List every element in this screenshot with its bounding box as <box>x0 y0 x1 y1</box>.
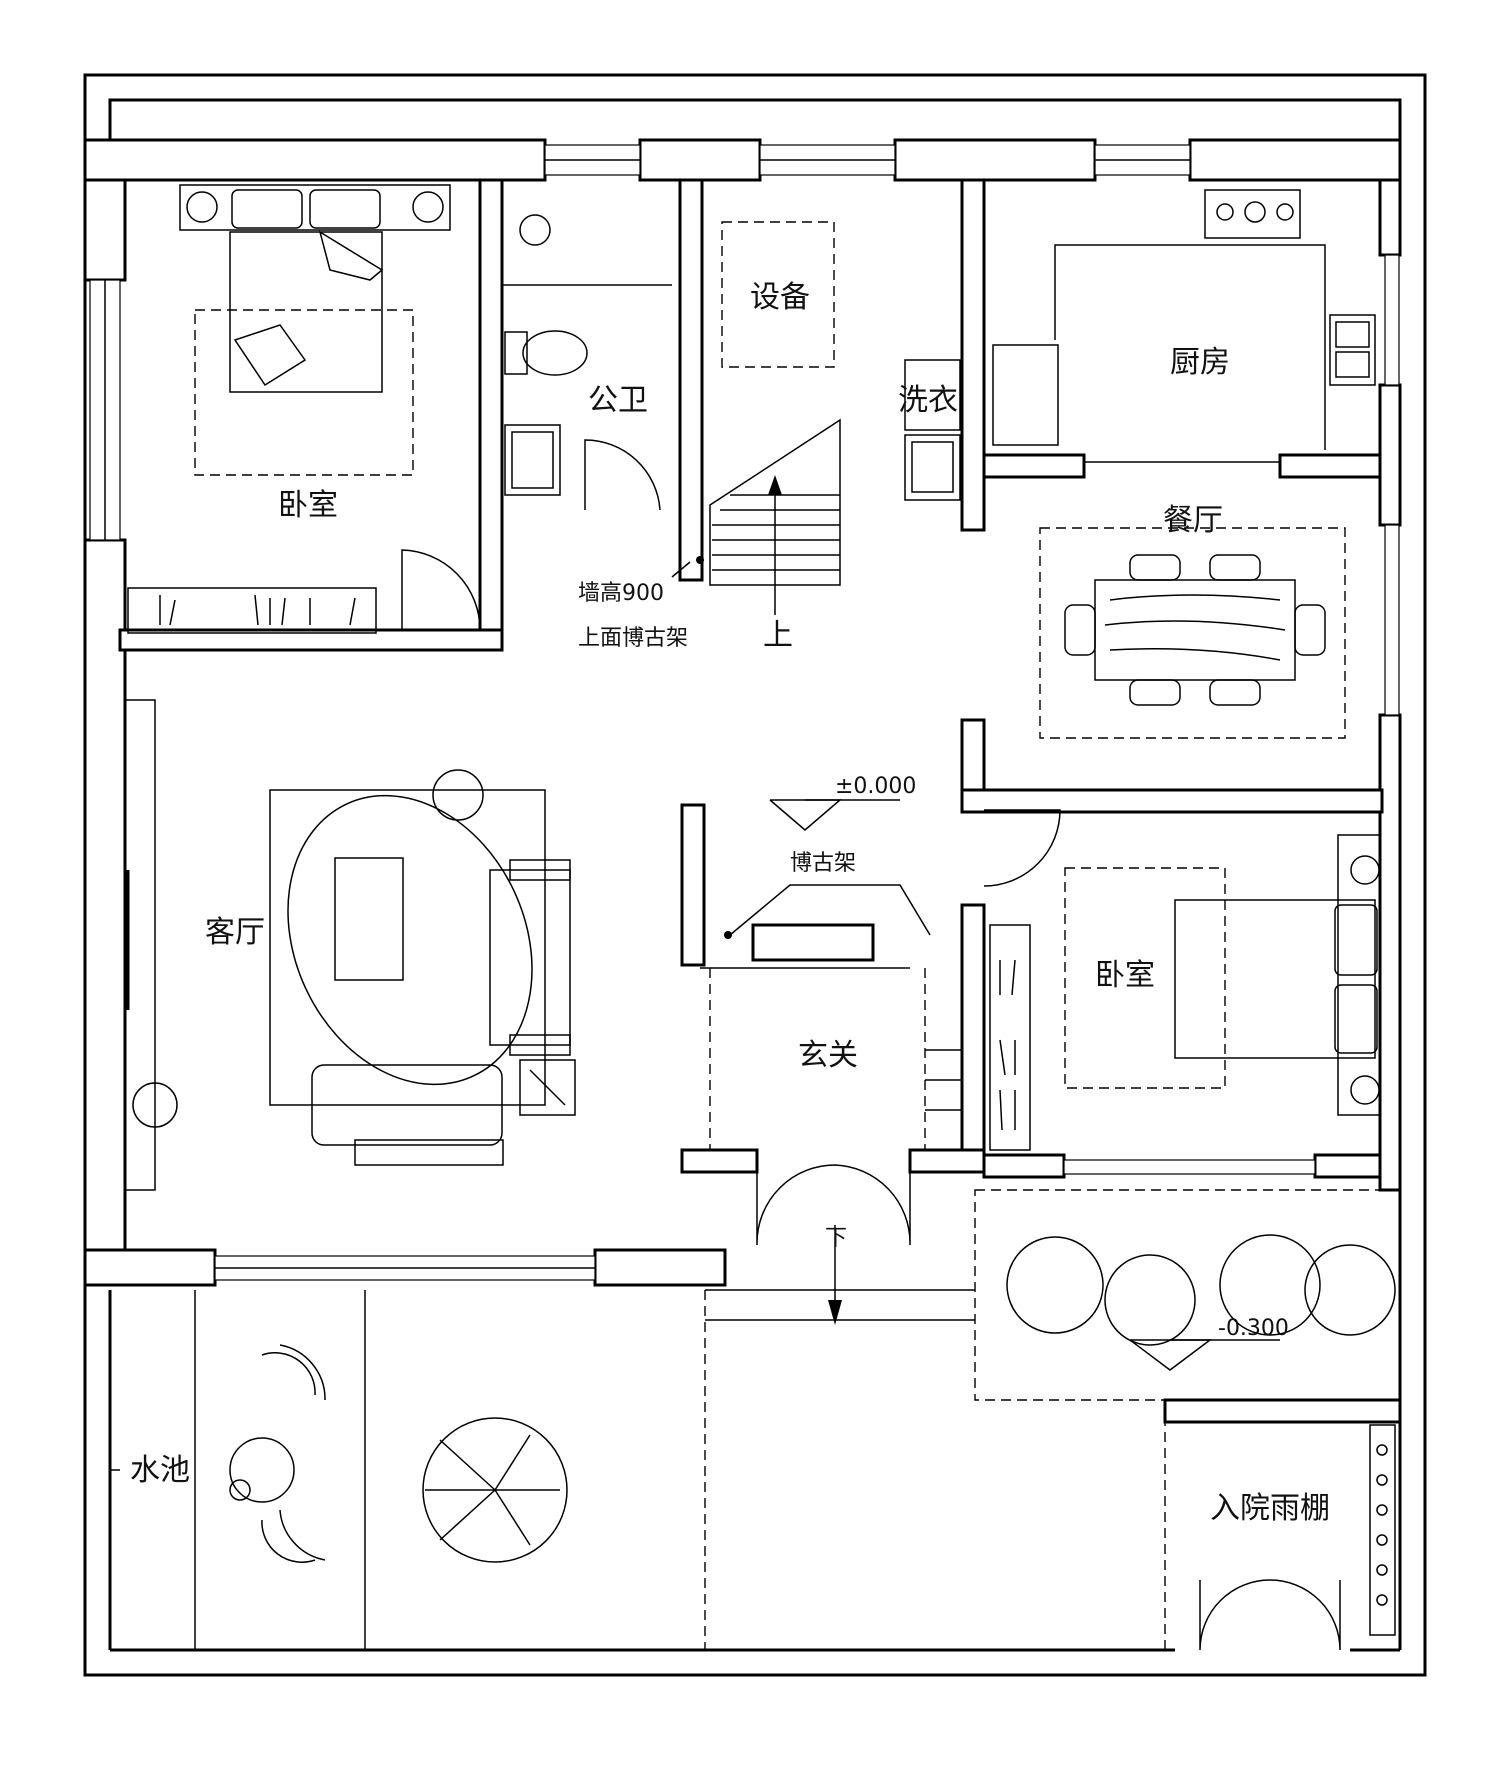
double-bed <box>229 231 383 393</box>
washing-machine-icon <box>904 359 961 431</box>
bedroom-1-furniture <box>127 184 451 634</box>
rug-pattern <box>287 794 533 1086</box>
coffee-table <box>334 857 404 981</box>
door-bedroom-1 <box>401 549 481 631</box>
toilet-bowl-icon <box>522 330 588 376</box>
wardrobe <box>989 924 1031 1151</box>
note-shelf-above: 上面博古架 <box>578 626 688 651</box>
tree-icon <box>422 1417 568 1563</box>
side-table <box>519 1059 576 1116</box>
room-labels: 卧室 公卫 设备 洗衣 厨房 餐厅 客厅 玄关 卧室 水池 入院雨棚 <box>130 280 1330 1526</box>
door-bedroom-2 <box>983 809 1061 887</box>
tv-cabinet <box>124 699 156 1191</box>
interior-walls <box>83 138 1402 1424</box>
toilet-tank <box>504 331 528 375</box>
note-level-floor: ±0.000 <box>835 774 916 799</box>
bedroom-2-furniture <box>989 834 1381 1151</box>
sink-icon <box>1329 314 1376 386</box>
rug <box>1064 867 1226 1089</box>
label-laundry: 洗衣 <box>898 383 958 418</box>
lamp-icon <box>132 1082 178 1128</box>
dining-furniture <box>1039 527 1346 739</box>
stair-area <box>709 221 961 615</box>
label-living: 客厅 <box>205 915 265 950</box>
fridge <box>992 344 1059 446</box>
note-stair-up: 上 <box>763 618 793 653</box>
label-kitchen: 厨房 <box>1170 345 1230 380</box>
planter <box>1369 1424 1396 1636</box>
note-curio-shelf: 博古架 <box>790 851 856 876</box>
nightstand-lamp-icon <box>412 191 444 223</box>
headboard-nightstands <box>179 184 451 231</box>
label-canopy: 入院雨棚 <box>1210 1491 1330 1526</box>
sofa-icon <box>489 869 571 1046</box>
pillow-icon <box>1334 904 1378 976</box>
label-equipment: 设备 <box>750 280 810 315</box>
dining-rug <box>1039 527 1346 739</box>
washbasin <box>504 424 561 496</box>
nightstand-lamp-icon <box>1350 1075 1380 1105</box>
note-level-yard: -0.300 <box>1218 1316 1289 1341</box>
nightstand-lamp-icon <box>186 191 218 223</box>
note-step-down: 下 <box>825 1226 847 1251</box>
door-main-entrance <box>756 1164 911 1245</box>
chair-icon <box>1064 604 1096 656</box>
toilet-fixtures <box>502 214 672 496</box>
entry-shelf <box>671 556 962 1150</box>
living-furniture <box>124 699 576 1191</box>
pillow-icon <box>309 189 381 229</box>
yard <box>110 1189 1401 1650</box>
windows <box>89 144 1400 1281</box>
tree-icon <box>1219 1234 1321 1336</box>
pillow-icon <box>231 189 303 229</box>
annotations: 墙高900 上面博古架 上 博古架 ±0.000 -0.300 下 <box>578 581 1289 1341</box>
outer-walls <box>83 73 1427 1677</box>
label-pond: 水池 <box>130 1453 190 1488</box>
label-bedroom-2: 卧室 <box>1095 958 1155 993</box>
door-yard-gate <box>1199 1579 1341 1651</box>
label-bedroom-1: 卧室 <box>278 488 338 523</box>
tree-icon <box>1304 1244 1396 1336</box>
label-toilet: 公卫 <box>588 383 648 418</box>
staircase <box>709 418 841 586</box>
tree-icon <box>1104 1254 1196 1346</box>
shower-icon <box>519 214 551 246</box>
level-markers <box>769 799 1280 1371</box>
curio-shelf <box>751 923 875 962</box>
door-toilet <box>584 439 661 511</box>
area-rug <box>269 789 546 1106</box>
kitchen-fixtures <box>992 189 1376 463</box>
wardrobe <box>127 587 377 634</box>
cooktop-icon <box>1204 189 1301 239</box>
lamp-icon <box>432 769 484 821</box>
kitchen-counter <box>1054 244 1326 450</box>
label-entry: 玄关 <box>798 1038 858 1073</box>
table-icon <box>229 1437 295 1503</box>
stair-up-arrow-icon <box>768 475 782 495</box>
planting-bed <box>974 1189 1401 1401</box>
chair-icon <box>1294 604 1326 656</box>
equipment-zone <box>721 221 835 368</box>
sofa-icon <box>311 1064 503 1146</box>
lounge-chair-icon <box>261 1344 326 1401</box>
nightstand-lamp-icon <box>1350 855 1380 885</box>
pillow-icon <box>1334 984 1378 1054</box>
step-down-arrow-icon <box>828 1300 842 1325</box>
doors <box>401 439 1341 1651</box>
level-marker-icon <box>769 799 843 831</box>
lounge-chair-icon <box>261 1509 326 1563</box>
label-dining: 餐厅 <box>1163 503 1223 538</box>
tree-icon <box>1006 1236 1104 1334</box>
note-wall-height: 墙高900 <box>578 581 664 606</box>
double-bed <box>1174 899 1376 1059</box>
